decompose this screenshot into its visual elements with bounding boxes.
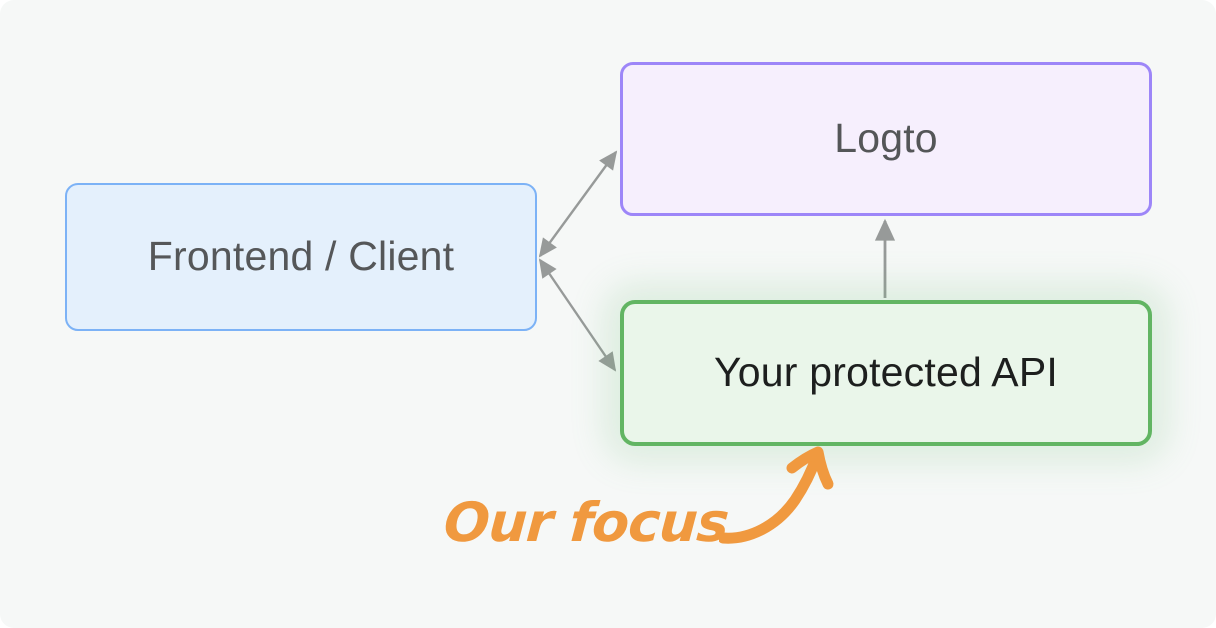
edge-frontend-api — [538, 258, 617, 372]
node-protected-api-label: Your protected API — [714, 349, 1058, 396]
annotation-our-focus: Our focus — [441, 446, 834, 554]
node-frontend-client[interactable]: Frontend / Client — [65, 183, 537, 331]
node-protected-api[interactable]: Your protected API — [620, 300, 1152, 446]
node-frontend-client-label: Frontend / Client — [147, 233, 455, 280]
node-logto[interactable]: Logto — [620, 62, 1152, 216]
edge-frontend-logto — [538, 150, 618, 258]
annotation-our-focus-label: Our focus — [441, 491, 731, 554]
annotation-curved-arrow-icon — [719, 446, 834, 544]
node-logto-label: Logto — [834, 115, 938, 162]
